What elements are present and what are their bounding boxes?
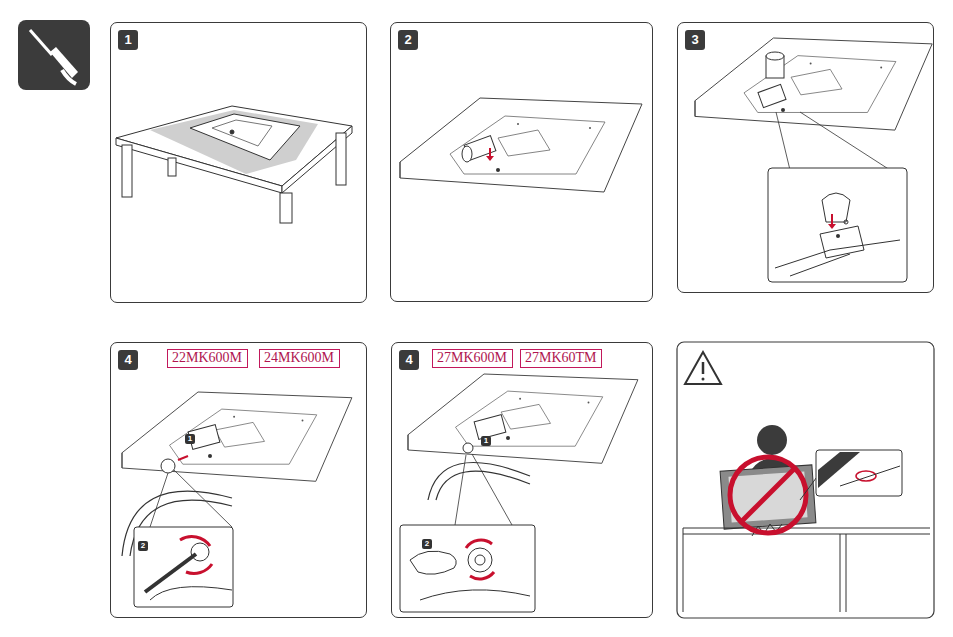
step-panel: 4 22MK600M 24MK600M [110, 342, 367, 618]
model-name: 24MK600M [260, 350, 339, 366]
screwdriver-icon [18, 20, 90, 90]
model-name: 22MK600M [168, 350, 247, 366]
warning-illustration [677, 342, 934, 618]
step-panel: 2 [390, 22, 653, 302]
model-tag: 22MK600M [167, 349, 248, 368]
neck-attach-illustration [695, 38, 932, 282]
step-panel: 3 [677, 22, 934, 293]
callout-number: 2 [422, 539, 432, 549]
step-panel: 1 [110, 22, 367, 303]
callout-number: 1 [185, 434, 195, 444]
callout-number: 2 [138, 541, 148, 551]
base-knob-illustration [400, 374, 638, 612]
step-number: 4 [399, 350, 419, 370]
step-number: 3 [685, 30, 705, 50]
model-name: 27MK600M [433, 350, 512, 366]
step-number: 2 [398, 30, 418, 50]
callout-number: 1 [481, 436, 491, 446]
monitor-neck-illustration [400, 98, 642, 192]
table-illustration [116, 106, 352, 223]
model-tag: 27MK60TM [520, 349, 602, 368]
model-tag: 24MK600M [259, 349, 340, 368]
base-screw-illustration [122, 392, 352, 607]
step-number: 4 [118, 350, 138, 370]
step-panel: 4 27MK600M 27MK60TM [391, 342, 653, 618]
step-number: 1 [118, 30, 138, 50]
model-tag: 27MK600M [432, 349, 513, 368]
model-name: 27MK60TM [521, 350, 601, 366]
